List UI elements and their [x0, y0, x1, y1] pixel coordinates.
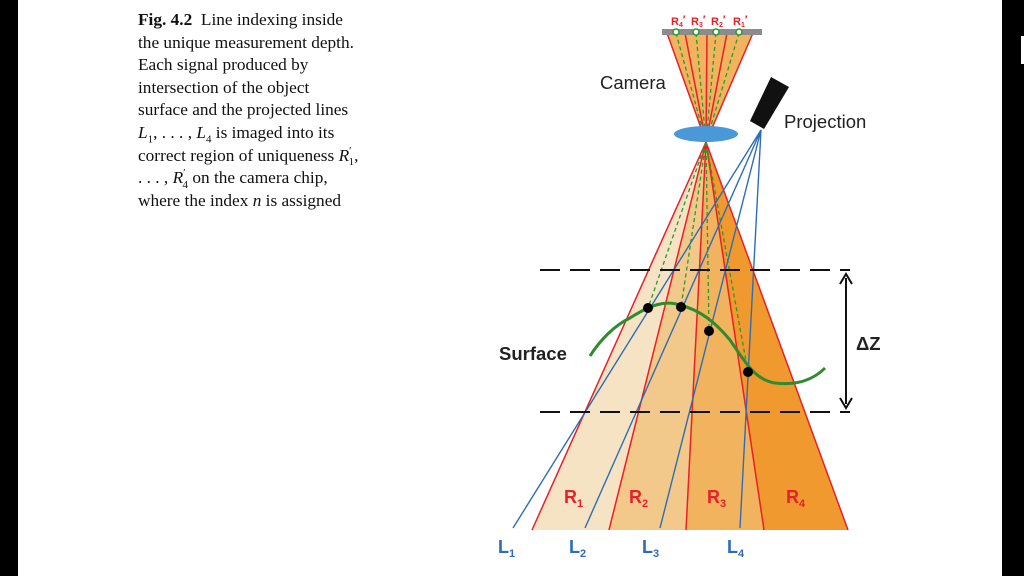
camera-cone-fill — [667, 33, 753, 142]
chip-pixel — [672, 28, 680, 36]
caption-symbol-l4: L — [196, 122, 206, 142]
projected-line-l1 — [512, 129, 762, 529]
projected-line-l4 — [739, 129, 762, 529]
region-edge-ray — [705, 141, 765, 531]
region-edge-ray — [531, 141, 707, 531]
figure-caption: Fig. 4.2 Line indexing inside the unique… — [138, 9, 363, 212]
chip-pixel — [712, 28, 720, 36]
chief-ray-p3 — [705, 141, 710, 332]
depth-arrow-head-bottom — [839, 397, 853, 410]
surface-curve — [588, 301, 827, 386]
intersection-point — [743, 367, 753, 377]
intersection-point — [676, 302, 686, 312]
depth-arrow-head-top — [839, 272, 853, 285]
region-label-r2: R2 — [629, 487, 648, 510]
projected-line-l2 — [584, 129, 762, 529]
caption-prime-1: ′ — [349, 144, 352, 157]
intersection-points — [643, 302, 753, 377]
region-edge-ray — [705, 32, 754, 143]
chip-labels: R4′ R3′ R2′ R1′ — [671, 14, 748, 29]
chief-ray-r3 — [695, 32, 707, 143]
chief-rays — [647, 32, 749, 373]
chip-label-r1: R1′ — [733, 14, 748, 29]
intersection-point — [643, 303, 653, 313]
chip-label-r4: R4′ — [671, 14, 686, 29]
line-label-l4: L4 — [727, 537, 745, 560]
camera-chip — [662, 29, 762, 35]
caption-symbol-r4: R — [172, 168, 184, 188]
caption-text-3: on the camera chip, where the index — [138, 168, 328, 210]
caption-symbol-l1: L — [138, 122, 148, 142]
page: Fig. 4.2 Line indexing inside the unique… — [18, 0, 1002, 576]
line-label-l2: L2 — [569, 537, 586, 560]
camera-label: Camera — [600, 72, 667, 93]
region-label-r4: R4 — [786, 487, 806, 510]
chief-ray-r4 — [675, 32, 707, 143]
caption-text-4: is assigned — [261, 190, 342, 210]
caption-text-2: is imaged into its correct region of uni… — [138, 122, 339, 165]
chief-ray-p4 — [705, 141, 749, 373]
chip-pixels — [672, 28, 743, 36]
caption-subscript-1: 1 — [147, 133, 154, 146]
region-edge-ray — [705, 141, 849, 531]
surface-label: Surface — [499, 343, 567, 364]
line-indexing-diagram: Camera Projection Surface ΔZ R4′ R3′ R2′… — [498, 14, 881, 560]
region-edge-ray — [608, 141, 707, 531]
line-label-l3: L3 — [642, 537, 659, 560]
caption-ellipsis-2: , . . . , — [138, 145, 359, 188]
caption-subscript-4: 4 — [205, 133, 212, 146]
chip-label-r3: R3′ — [691, 14, 706, 29]
caption-subscript-r1: 1 — [348, 156, 355, 169]
caption-text-1: Line indexing inside the unique measurem… — [138, 10, 354, 120]
chief-ray-p1 — [647, 141, 707, 309]
region-label-r1: R1 — [564, 487, 583, 510]
line-labels: L1 L2 L3 L4 — [498, 537, 745, 560]
region-edge-ray — [684, 32, 707, 143]
region-edge-ray — [685, 141, 707, 531]
caption-ellipsis-1: , . . . , — [153, 122, 197, 142]
caption-symbol-n: n — [252, 190, 262, 210]
depth-label: ΔZ — [856, 333, 881, 354]
figure-label: Fig. 4.2 — [138, 10, 193, 29]
chip-pixel — [692, 28, 700, 36]
caption-symbol-r1: R — [338, 145, 350, 165]
projector — [750, 77, 789, 129]
region-edge-ray — [705, 32, 728, 143]
right-edge-sliver — [1021, 36, 1024, 64]
projection-label: Projection — [784, 111, 866, 132]
chip-pixel — [735, 28, 743, 36]
caption-prime-4: ′ — [183, 167, 186, 180]
line-label-l1: L1 — [498, 537, 515, 560]
caption-subscript-r4: 4 — [182, 178, 189, 191]
camera-lens — [674, 126, 738, 142]
chip-label-r2: R2′ — [711, 14, 726, 29]
region-edge-ray — [666, 32, 707, 143]
depth-bounds — [540, 269, 850, 413]
region-edge-rays — [531, 32, 849, 531]
region-labels: R1 R2 R3 R4 — [564, 487, 806, 510]
depth-arrow — [839, 272, 853, 410]
chief-ray-r2 — [705, 32, 717, 143]
region-label-r3: R3 — [707, 487, 726, 510]
intersection-point — [704, 326, 714, 336]
chief-ray-r1 — [705, 32, 740, 143]
right-border — [1002, 0, 1024, 576]
region-edge-ray — [705, 32, 708, 143]
